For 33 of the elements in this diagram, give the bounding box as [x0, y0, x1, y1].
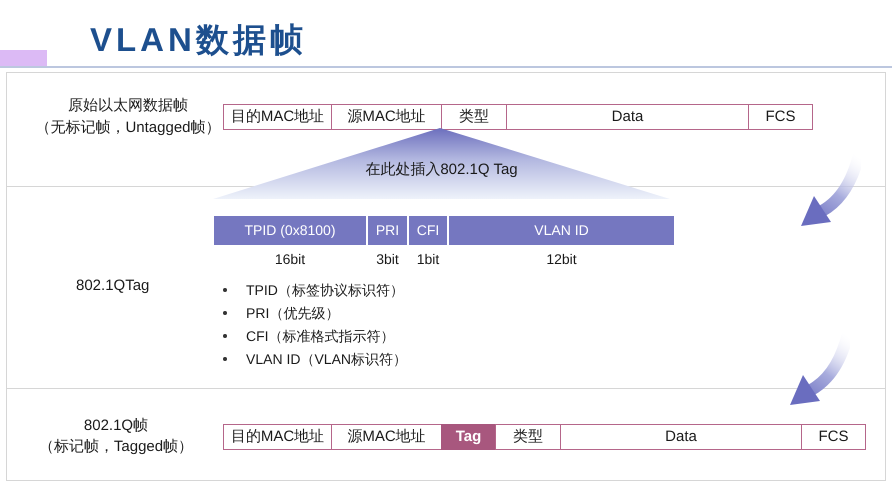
title: VLAN数据帧 — [90, 20, 307, 60]
tag-subfield: PRI — [368, 216, 407, 245]
bit-width-label: 1bit — [416, 250, 440, 268]
tag-field: Tag — [441, 424, 496, 450]
bullet-text: VLAN ID（VLAN标识符） — [246, 350, 408, 369]
row-sublabel: （无标记帧，Untagged帧） — [35, 118, 221, 138]
bit-width-label: 16bit — [274, 250, 306, 268]
bullet-text: PRI（优先级） — [246, 304, 340, 323]
frame-panel — [6, 388, 886, 481]
insert-position-triangle — [213, 128, 670, 199]
bit-width-label: 12bit — [546, 250, 577, 268]
tag-subfield: TPID (0x8100) — [214, 216, 366, 245]
frame-field: FCS — [748, 104, 813, 130]
row-label: 802.1Q帧 — [84, 416, 148, 436]
bit-width-label: 3bit — [376, 250, 399, 268]
callout-text: 在此处插入802.1Q Tag — [365, 160, 518, 180]
row-label: 原始以太网数据帧 — [68, 96, 188, 116]
bullet-text: CFI（标准格式指示符） — [246, 327, 395, 346]
tag-subfield: VLAN ID — [449, 216, 674, 245]
frame-field: FCS — [801, 424, 866, 450]
row-label: 802.1QTag — [76, 277, 150, 294]
frame-panel — [6, 186, 886, 389]
tag-subfield: CFI — [409, 216, 447, 245]
frame-field: 类型 — [441, 104, 507, 130]
frame-field: 源MAC地址 — [331, 424, 442, 450]
bullet-text: TPID（标签协议标识符） — [246, 281, 404, 300]
frame-field: 目的MAC地址 — [223, 104, 332, 130]
frame-field: 目的MAC地址 — [223, 424, 332, 450]
frame-field: Data — [560, 424, 802, 450]
frame-field: 类型 — [495, 424, 561, 450]
frame-field: 源MAC地址 — [331, 104, 442, 130]
row-sublabel: （标记帧，Tagged帧） — [38, 436, 194, 456]
frame-field: Data — [506, 104, 749, 130]
